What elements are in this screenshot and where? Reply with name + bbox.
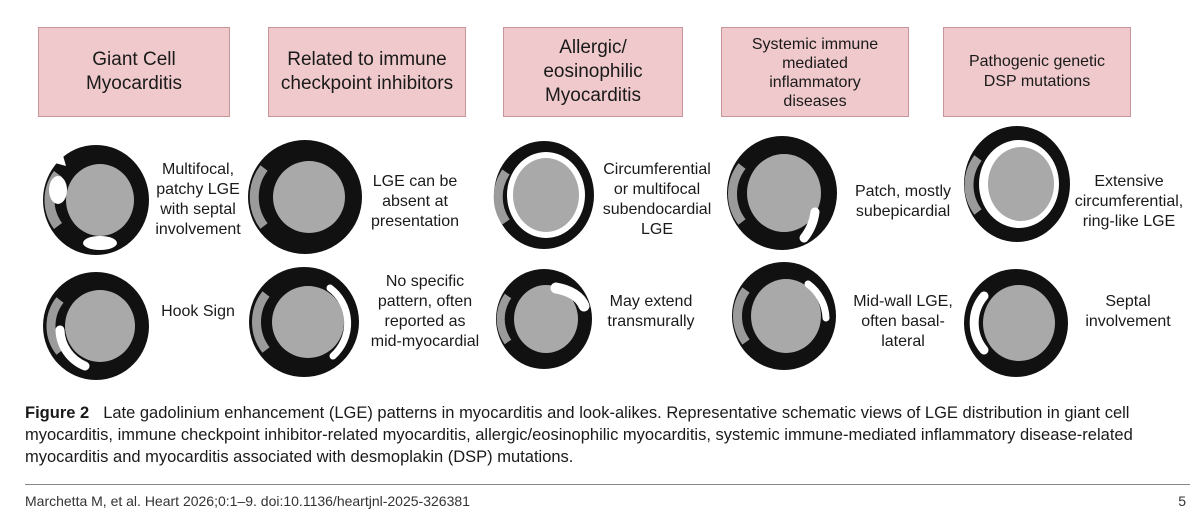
desc-giant-cell-row1: Multifocal, patchy LGE with septal invol… <box>155 161 241 238</box>
header-allergic: Allergic/ eosinophilic Myocarditis <box>503 27 683 117</box>
ring-giant-cell-row2 <box>43 272 149 380</box>
caption-text: Late gadolinium enhancement (LGE) patter… <box>25 404 1133 466</box>
ring-immune-row2 <box>249 267 359 377</box>
desc-systemic-row1: Patch, mostly subepicardial <box>854 183 952 220</box>
header-label: Allergic/ eosinophilic Myocarditis <box>543 37 643 106</box>
header-dsp: Pathogenic genetic DSP mutations <box>943 27 1131 117</box>
desc-giant-cell-row2: Hook Sign <box>161 303 235 320</box>
header-label: Systemic immune mediated inflammatory di… <box>751 36 879 110</box>
desc-systemic-row2: Mid-wall LGE, often basal- lateral <box>853 293 953 350</box>
desc-allergic-row1: Circumferential or multifocal subendocar… <box>602 161 712 238</box>
desc-dsp-row1: Extensive circumferential, ring-like LGE <box>1074 173 1184 230</box>
lge-schematics <box>43 126 1070 380</box>
ring-dsp-row1 <box>964 126 1070 242</box>
header-label: Pathogenic genetic DSP mutations <box>968 53 1106 90</box>
ring-dsp-row2 <box>964 269 1068 377</box>
ring-allergic-row1 <box>493 141 594 249</box>
ring-systemic-row2 <box>732 262 836 370</box>
desc-immune-row2: No specific pattern, often reported as m… <box>370 273 480 350</box>
desc-dsp-row2: Septal involvement <box>1085 293 1171 330</box>
page-number: 5 <box>1178 493 1186 509</box>
header-systemic: Systemic immune mediated inflammatory di… <box>721 27 909 117</box>
header-immune-checkpoint: Related to immune checkpoint inhibitors <box>268 27 466 117</box>
desc-immune-row1: LGE can be absent at presentation <box>370 173 460 230</box>
ring-allergic-row2 <box>496 269 592 369</box>
figure-label: Figure 2 <box>25 404 90 422</box>
desc-allergic-row2: May extend transmurally <box>607 293 695 330</box>
footer-divider <box>25 484 1190 485</box>
header-giant-cell: Giant Cell Myocarditis <box>38 27 230 117</box>
citation: Marchetta M, et al. Heart 2026;0:1–9. do… <box>25 493 470 509</box>
ring-immune-row1 <box>248 140 362 254</box>
figure-2: Giant Cell Myocarditis Related to immune… <box>38 27 1184 380</box>
header-label: Related to immune checkpoint inhibitors <box>280 49 454 94</box>
header-label: Giant Cell Myocarditis <box>85 49 183 94</box>
ring-giant-cell-row1 <box>43 145 149 255</box>
ring-systemic-row1 <box>727 136 837 250</box>
